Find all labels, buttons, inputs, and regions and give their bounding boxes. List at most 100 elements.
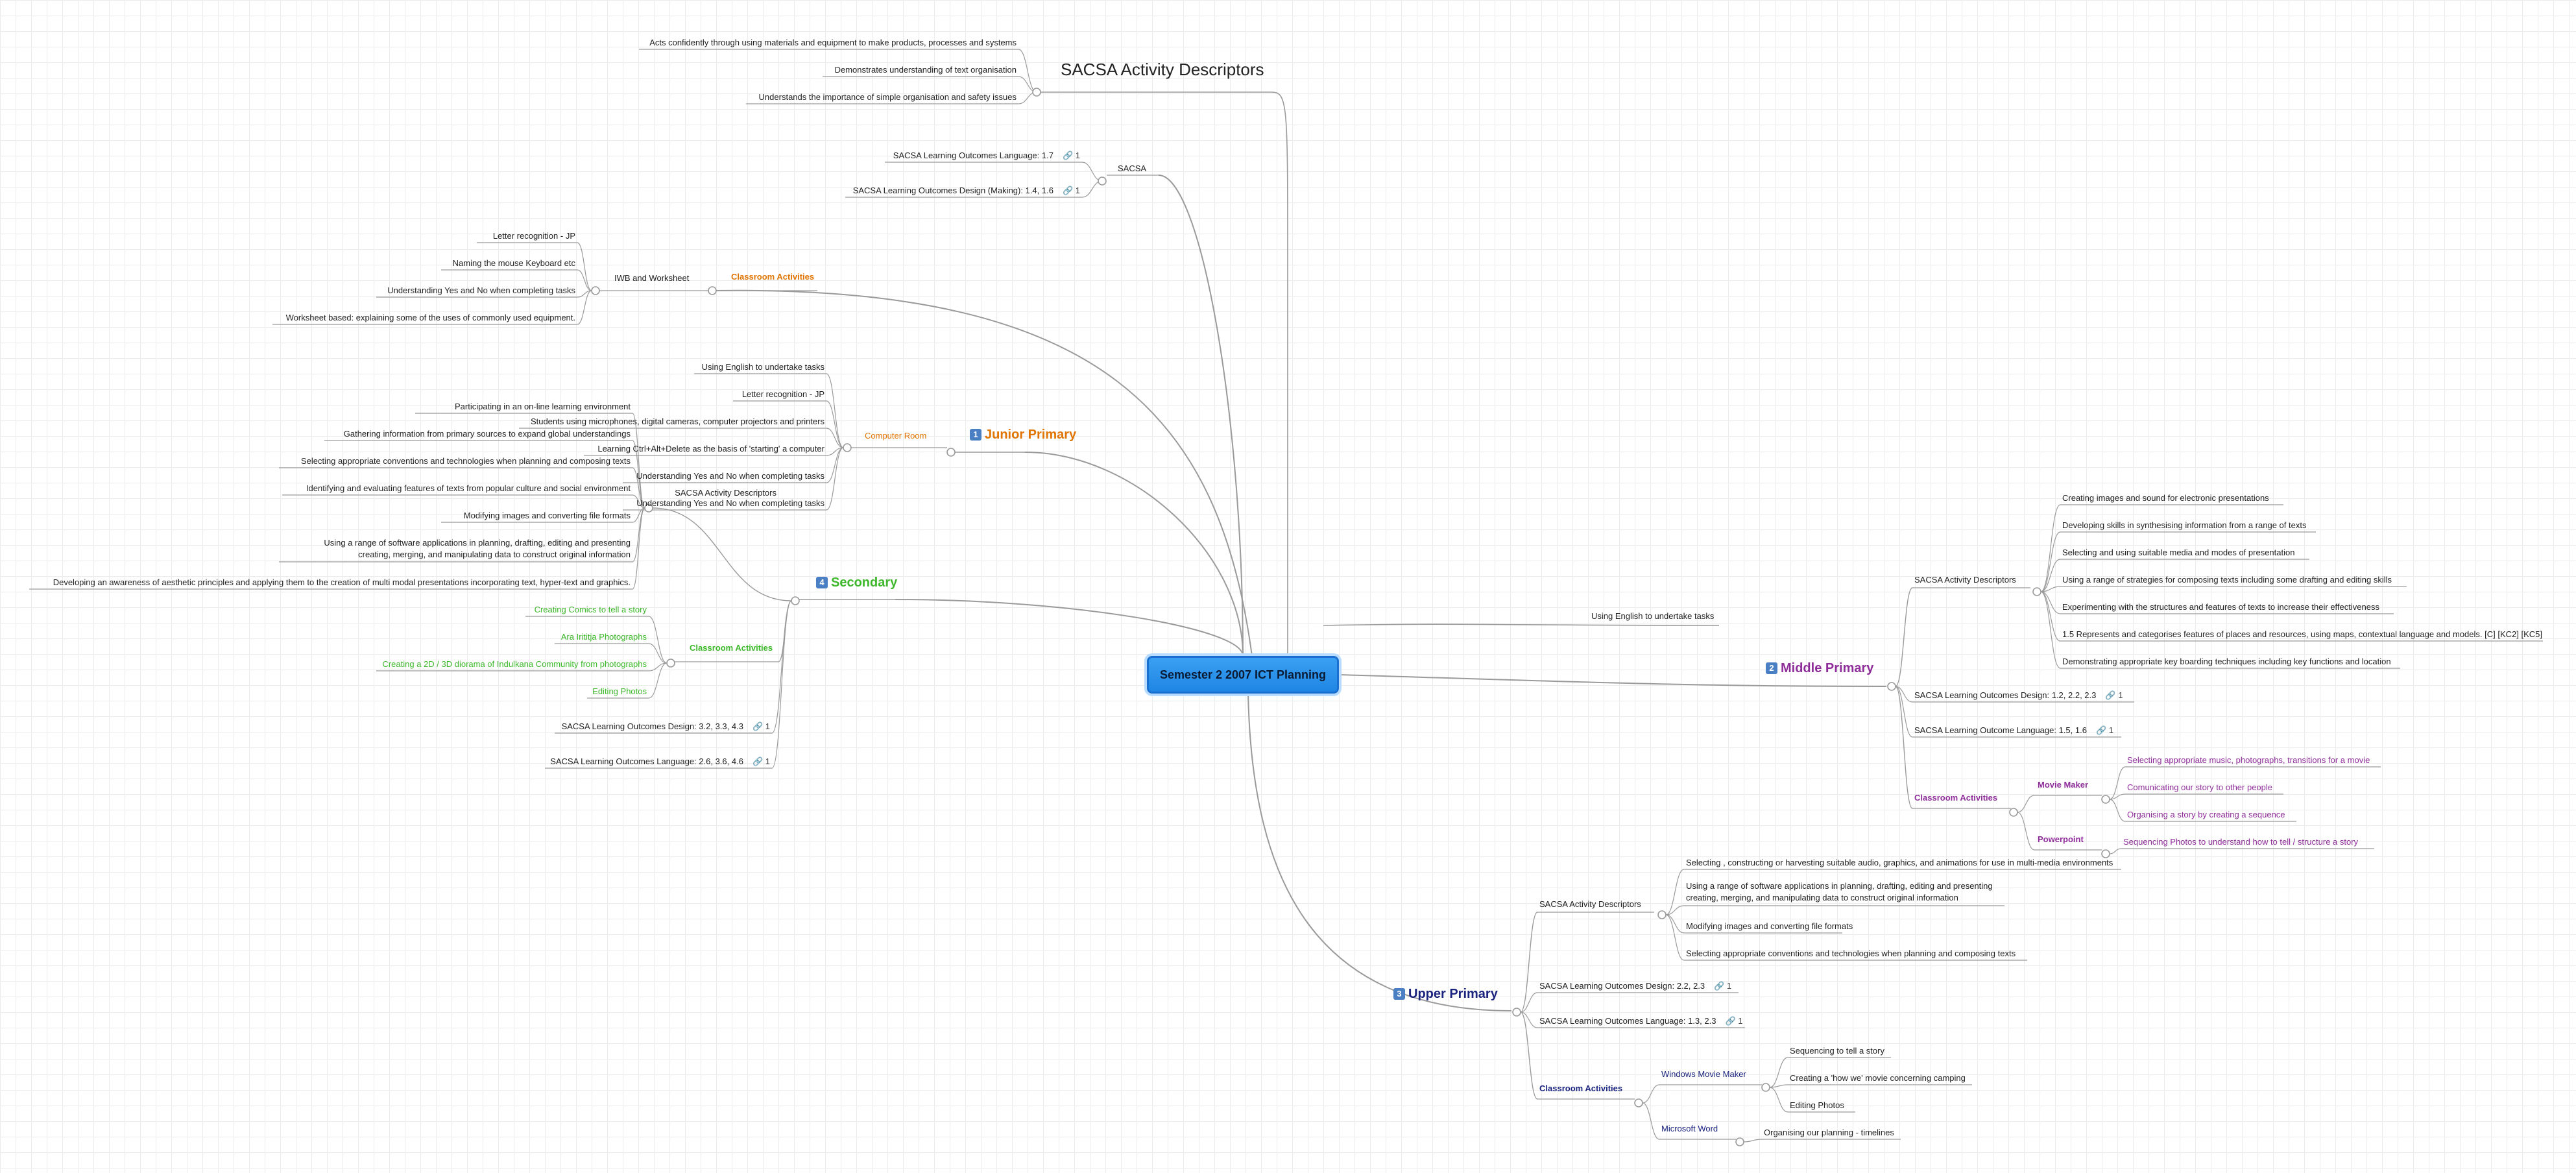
topic-sacsa[interactable]: SACSA: [1116, 163, 1161, 174]
topic-classroom-activities[interactable]: Classroom Activities: [729, 272, 816, 282]
topic-leaf[interactable]: SACSA Learning Outcomes Design: 1.2, 2.2…: [1912, 690, 2134, 701]
topic-leaf[interactable]: Sequencing Photos to understand how to t…: [2121, 837, 2374, 847]
topic-powerpoint[interactable]: Powerpoint: [2036, 834, 2101, 845]
topic-text: SACSA Learning Outcomes Design: 1.2, 2.2…: [1914, 690, 2097, 700]
topic-leaf[interactable]: Selecting appropriate conventions and te…: [1684, 949, 2027, 959]
topic-leaf[interactable]: Modifying images and converting file for…: [1684, 921, 1853, 932]
topic-sacsa-activity-descriptors[interactable]: SACSA Activity Descriptors: [1537, 899, 1667, 910]
leaf-connector: [2109, 766, 2126, 800]
topic-movie-maker[interactable]: Movie Maker: [2036, 780, 2101, 790]
topic-leaf[interactable]: Comunicating our story to other people: [2125, 782, 2283, 793]
topic-leaf[interactable]: Letter recognition - JP: [733, 389, 826, 400]
leaf-connector: [2109, 848, 2122, 854]
attachment-icon[interactable]: 🔗 1: [1725, 1016, 1743, 1026]
attachment-icon[interactable]: 🔗 1: [1062, 151, 1080, 160]
topic-leaf[interactable]: SACSA Learning Outcomes Design: 2.2, 2.3…: [1537, 981, 1739, 991]
topic-leaf[interactable]: Editing Photos: [587, 686, 649, 697]
topic-leaf[interactable]: 1.5 Represents and categorises features …: [2060, 629, 2543, 640]
topic-leaf[interactable]: Developing an awareness of aesthetic pri…: [29, 577, 632, 588]
topic-leaf[interactable]: Understanding Yes and No when completing…: [376, 285, 577, 296]
attachment-icon[interactable]: 🔗 1: [1714, 981, 1732, 991]
topic-leaf[interactable]: Using a range of strategies for composin…: [2060, 575, 2407, 585]
topic-text: SACSA Activity Descriptors: [1914, 575, 2016, 585]
topic-sacsa-activity-descriptors[interactable]: SACSA Activity Descriptors: [1912, 575, 2042, 585]
topic-leaf[interactable]: SACSA Learning Outcomes Language: 1.7🔗 1: [885, 151, 1082, 161]
topic-leaf[interactable]: Learning Ctrl+Alt+Delete as the basis of…: [584, 444, 826, 454]
attachment-icon[interactable]: 🔗 1: [2105, 690, 2123, 700]
central-topic[interactable]: Semester 2 2007 ICT Planning: [1147, 656, 1339, 694]
leaf-connector: [632, 440, 645, 509]
topic-microsoft-word[interactable]: Microsoft Word: [1659, 1124, 1737, 1134]
topic-leaf[interactable]: Ara Irititja Photographs: [555, 632, 649, 642]
attachment-icon[interactable]: 🔗 1: [1062, 186, 1080, 195]
topic-leaf[interactable]: Participating in an on-line learning env…: [415, 402, 632, 412]
topic-leaf[interactable]: Worksheet based: explaining some of the …: [272, 313, 577, 323]
topic-leaf[interactable]: Using a range of software applications i…: [279, 538, 632, 548]
topic-windows-movie-maker[interactable]: Windows Movie Maker: [1659, 1069, 1757, 1080]
topic-leaf[interactable]: SACSA Learning Outcome Language: 1.5, 1.…: [1912, 725, 2121, 736]
leaf-connector: [2040, 531, 2061, 592]
topic-leaf[interactable]: Selecting appropriate conventions and te…: [279, 456, 632, 466]
topic-leaf[interactable]: creating, merging, and manipulating data…: [279, 550, 632, 560]
leaf-connector: [577, 290, 592, 325]
topic-leaf[interactable]: Understanding Yes and No when completing…: [623, 498, 826, 509]
topic-leaf[interactable]: Using a range of software applications i…: [1684, 881, 2008, 891]
topic-leaf[interactable]: Using English to undertake tasks: [694, 362, 826, 372]
attachment-icon[interactable]: 🔗 1: [752, 756, 770, 766]
attachment-icon[interactable]: 🔗 1: [2095, 725, 2114, 735]
topic-leaf[interactable]: SACSA Learning Outcomes Design: 3.2, 3.3…: [555, 721, 772, 732]
topic-leaf[interactable]: Organising a story by creating a sequenc…: [2125, 810, 2296, 820]
topic-leaf[interactable]: Identifying and evaluating features of t…: [282, 483, 632, 494]
topic-sacsa-activity-descriptors[interactable]: SACSA Activity Descriptors: [662, 488, 778, 498]
topic-leaf[interactable]: Experimenting with the structures and fe…: [2060, 602, 2394, 612]
topic-leaf[interactable]: Selecting , constructing or harvesting s…: [1684, 858, 2121, 868]
topic-leaf[interactable]: Developing skills in synthesising inform…: [2060, 520, 2316, 531]
attachment-icon[interactable]: 🔗 1: [752, 721, 770, 731]
topic-leaf[interactable]: Demonstrates understanding of text organ…: [823, 65, 1018, 75]
topic-leaf[interactable]: Demonstrating appropriate key boarding t…: [2060, 657, 2400, 667]
topic-computer-room[interactable]: Computer Room: [863, 431, 934, 441]
topic-leaf[interactable]: SACSA Learning Outcomes Design (Making):…: [845, 186, 1082, 196]
topic-leaf[interactable]: Naming the mouse Keyboard etc: [441, 258, 577, 269]
topic-leaf[interactable]: Organising our planning - timelines: [1762, 1128, 1901, 1138]
topic-leaf[interactable]: Acts confidently through using materials…: [639, 38, 1018, 48]
leaf-connector: [648, 662, 668, 699]
topic-classroom-activities[interactable]: Classroom Activities: [688, 643, 775, 653]
topic-leaf[interactable]: Gathering information from primary sourc…: [324, 429, 632, 439]
topic-leaf[interactable]: Sequencing to tell a story: [1788, 1046, 1891, 1056]
topic-iwb-worksheet[interactable]: IWB and Worksheet: [612, 273, 710, 284]
topic-leaf[interactable]: Modifying images and converting file for…: [441, 511, 632, 521]
collapse-toggle[interactable]: [946, 448, 956, 457]
topic-leaf[interactable]: Selecting and using suitable media and m…: [2060, 548, 2309, 558]
topic-leaf[interactable]: creating, merging, and manipulating data…: [1684, 893, 2008, 903]
topic-leaf[interactable]: SACSA Learning Outcomes Language: 2.6, 3…: [545, 756, 772, 767]
topic-text: SACSA Learning Outcomes Design (Making):…: [852, 186, 1053, 195]
topic-text: Secondary: [831, 575, 898, 590]
topic-text: Modifying images and converting file for…: [1686, 921, 1853, 931]
topic-leaf[interactable]: Creating Comics to tell a story: [525, 605, 649, 615]
topic-using-english[interactable]: Using English to undertake tasks: [1589, 611, 1719, 622]
topic-classroom-activities[interactable]: Classroom Activities: [1537, 1083, 1624, 1094]
topic-leaf[interactable]: Editing Photos: [1788, 1100, 1855, 1111]
collapse-toggle[interactable]: [1098, 176, 1107, 186]
topic-leaf[interactable]: Selecting appropriate music, photographs…: [2125, 755, 2381, 766]
topic-leaf[interactable]: Students using microphones, digital came…: [519, 417, 826, 427]
topic-leaf[interactable]: Understands the importance of simple org…: [746, 92, 1018, 103]
leaf-connector: [1665, 869, 1685, 915]
topic-leaf[interactable]: Creating images and sound for electronic…: [2060, 493, 2283, 503]
topic-text: Modifying images and converting file for…: [463, 511, 631, 520]
topic-leaf[interactable]: Understanding Yes and No when completing…: [623, 471, 826, 481]
topic-leaf[interactable]: Creating a 2D / 3D diorama of Indulkana …: [376, 659, 649, 670]
topic-leaf[interactable]: Letter recognition - JP: [477, 231, 577, 241]
topic-leaf[interactable]: Creating a 'how we' movie concerning cam…: [1788, 1073, 1972, 1083]
floating-topic-title[interactable]: SACSA Activity Descriptors: [1059, 60, 1266, 79]
topic-classroom-activities[interactable]: Classroom Activities: [1912, 793, 1999, 803]
topic-leaf[interactable]: SACSA Learning Outcomes Language: 1.3, 2…: [1537, 1016, 1745, 1026]
leaf-connector: [1520, 992, 1538, 1013]
topic-text: Understanding Yes and No when completing…: [387, 285, 575, 295]
